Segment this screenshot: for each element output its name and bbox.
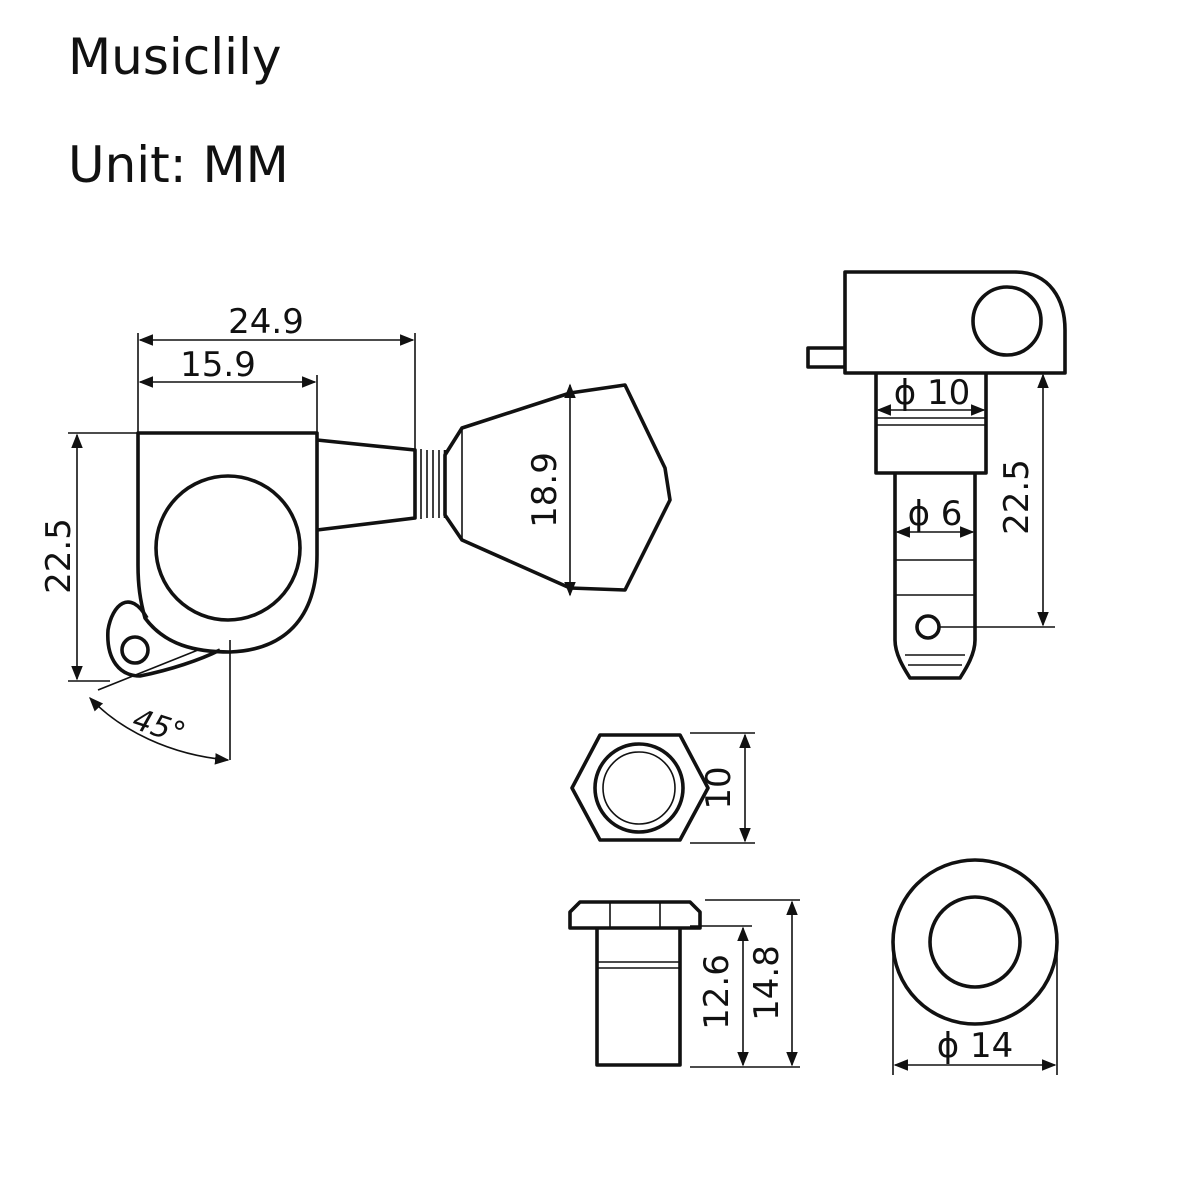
tab-screw-hole bbox=[120, 635, 150, 665]
collar-rings bbox=[413, 449, 447, 519]
dim-width-housing: 15.9 bbox=[180, 345, 256, 385]
dim-post-diameter: ϕ 6 bbox=[908, 494, 963, 534]
brand-title: Musiclily bbox=[68, 28, 282, 86]
washer: ϕ 14 bbox=[891, 858, 1059, 1075]
dim-post-height: 22.5 bbox=[997, 459, 1037, 535]
washer-inner bbox=[928, 895, 1022, 989]
dim-button-height: 18.9 bbox=[525, 452, 565, 528]
washer-outer bbox=[891, 858, 1059, 1026]
dim-collar-diameter: ϕ 10 bbox=[894, 373, 971, 413]
dim-hex-size: 10 bbox=[699, 766, 739, 809]
collar-outline bbox=[874, 373, 988, 475]
housing-outline bbox=[136, 431, 319, 654]
dim-angle: 45° bbox=[128, 702, 189, 752]
housing-front-hole bbox=[971, 285, 1043, 357]
hex-nut: 10 bbox=[570, 732, 755, 844]
housing-front-outline bbox=[843, 270, 1067, 375]
mounting-tab bbox=[106, 600, 221, 678]
post-string-hole bbox=[915, 614, 941, 640]
hex-nut-outline bbox=[570, 733, 710, 842]
shaft-outline bbox=[316, 438, 417, 532]
dim-bushing-inner: 12.6 bbox=[697, 954, 737, 1030]
front-view: ϕ 10 ϕ 6 22.5 bbox=[806, 270, 1067, 680]
post-hole bbox=[154, 474, 302, 622]
dim-height: 22.5 bbox=[39, 518, 79, 594]
bushing-head bbox=[568, 900, 702, 930]
unit-label: Unit: MM bbox=[68, 136, 289, 194]
button-outline bbox=[443, 383, 672, 592]
post-outline bbox=[893, 473, 977, 680]
bushing-body bbox=[595, 928, 682, 1067]
bushing: 12.6 14.8 bbox=[568, 899, 800, 1068]
dim-washer-diameter: ϕ 14 bbox=[937, 1026, 1014, 1066]
dim-bushing-outer: 14.8 bbox=[747, 945, 787, 1021]
side-view: 24.9 15.9 22.5 18.9 45° bbox=[39, 302, 672, 765]
dim-width-total: 24.9 bbox=[228, 302, 304, 342]
